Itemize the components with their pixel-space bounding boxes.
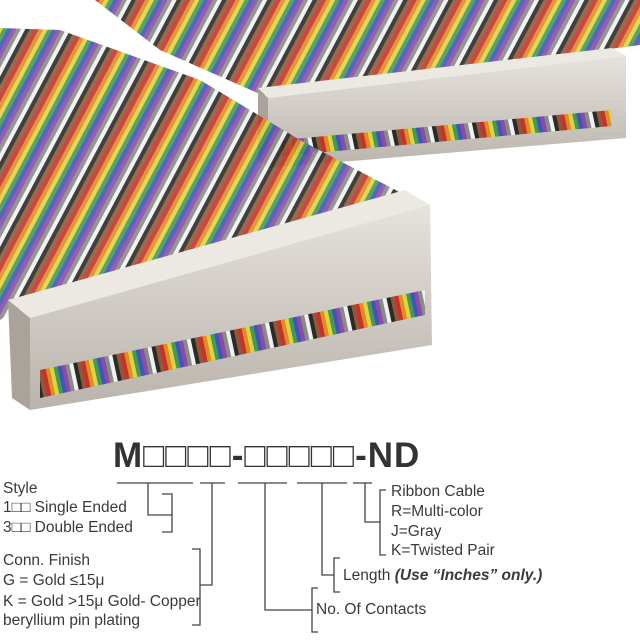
cable-option: K=Twisted Pair	[391, 542, 495, 559]
finish-option: G = Gold ≤15μ	[3, 572, 105, 589]
part-number-template: M□□□□-□□□□□-ND	[113, 436, 421, 475]
leader-finish	[192, 483, 213, 626]
length-note: (Use “Inches” only.)	[394, 567, 543, 584]
cable-option: R=Multi-color	[391, 503, 483, 520]
ribbon-cable-assembly-illustration	[0, 0, 640, 410]
leader-contacts	[264, 483, 318, 633]
cable-heading: Ribbon Cable	[391, 483, 485, 500]
lower-connector	[8, 190, 432, 410]
finish-option: beryllium pin plating	[3, 612, 140, 629]
leader-cable	[364, 483, 386, 556]
length-label: Length (Use “Inches” only.)	[343, 568, 542, 584]
style-heading: Style	[3, 480, 38, 497]
leader-style	[147, 483, 173, 533]
style-option: 1□□ Single Ended	[3, 499, 127, 516]
cable-option: J=Gray	[391, 523, 442, 540]
lower-ribbon-cable	[0, 28, 405, 320]
style-option: 3□□ Double Ended	[3, 519, 133, 536]
leader-length	[321, 483, 340, 593]
finish-option: K = Gold >15μ Gold- Copper	[3, 593, 201, 610]
upper-connector	[258, 48, 626, 168]
contacts-label: No. Of Contacts	[316, 601, 427, 618]
finish-heading: Conn. Finish	[3, 552, 91, 569]
upper-ribbon-cable	[95, 0, 640, 95]
length-text: Length	[343, 567, 391, 584]
